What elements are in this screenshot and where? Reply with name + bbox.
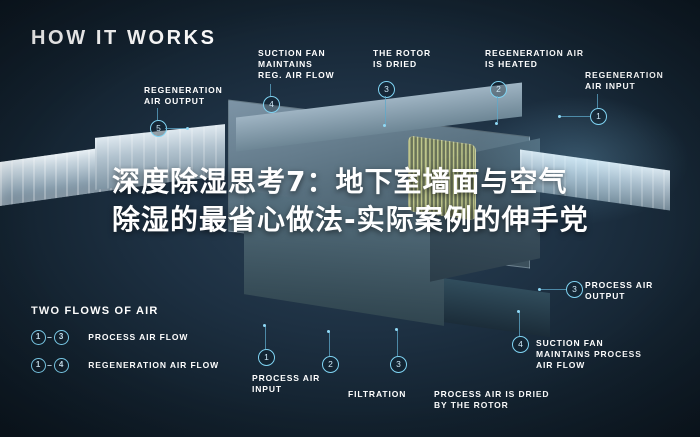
callout-label-suction-fan-process: SUCTION FAN MAINTAINS PROCESS AIR FLOW	[536, 338, 642, 370]
callout-number-4-right: 4	[512, 336, 529, 353]
leader-dot-1-top	[558, 115, 561, 118]
callout-label-filtration: FILTRATION	[348, 389, 407, 399]
callout-number-3-right: 3	[566, 281, 583, 298]
legend-row-regeneration-air: 1–4 REGENERATION AIR FLOW	[31, 358, 219, 373]
leader-line-1-top	[597, 94, 598, 108]
callout-label-regen-heated: REGENERATION AIR IS HEATED	[485, 48, 584, 69]
leader-dot-3-right	[538, 288, 541, 291]
overlay-headline: 深度除湿思考7：地下室墙面与空气除湿的最省心做法-实际案例的伸手党	[112, 165, 589, 236]
leader-line-3-top	[385, 96, 386, 124]
callout-label-rotor-dried: THE ROTOR IS DRIED	[373, 48, 432, 69]
callout-number-2-bottom: 2	[322, 356, 339, 373]
leader-line-4-right	[519, 312, 520, 336]
callout-number-1-bottom: 1	[258, 349, 275, 366]
leader-line-2-top	[497, 96, 498, 122]
leader-line-5-left	[157, 108, 158, 120]
leader-dot-5-left	[186, 127, 189, 130]
leader-dot-3-bottom	[395, 328, 398, 331]
leader-line-1-top-h	[560, 116, 590, 117]
legend-number-from-1: 1	[31, 330, 46, 345]
callout-label-process-air-output: PROCESS AIR OUTPUT	[585, 280, 654, 301]
callout-label-process-air-dried: PROCESS AIR IS DRIED BY THE ROTOR	[434, 389, 550, 410]
leader-dot-2-bottom	[327, 330, 330, 333]
page-title: HOW IT WORKS	[31, 27, 217, 49]
legend-number-to-3: 3	[54, 330, 69, 345]
legend-number-to-4: 4	[54, 358, 69, 373]
callout-number-4-top: 4	[263, 96, 280, 113]
callout-number-3-top: 3	[378, 81, 395, 98]
leader-dot-3-top	[383, 124, 386, 127]
callout-label-regen-output: REGENERATION AIR OUTPUT	[144, 85, 223, 106]
leader-line-4-top	[270, 84, 271, 96]
callout-number-1-top: 1	[590, 108, 607, 125]
legend-number-from-1b: 1	[31, 358, 46, 373]
callout-label-suction-fan-reg: SUCTION FAN MAINTAINS REG. AIR FLOW	[258, 48, 335, 80]
leader-line-3-right	[540, 289, 566, 290]
leader-dot-2-top	[495, 122, 498, 125]
legend-label-regeneration-air-flow: REGENERATION AIR FLOW	[88, 359, 220, 370]
callout-label-process-air-input: PROCESS AIR INPUT	[252, 373, 321, 394]
leader-dot-4-right	[517, 310, 520, 313]
legend-title: TWO FLOWS OF AIR	[31, 305, 159, 317]
legend-label-process-air-flow: PROCESS AIR FLOW	[88, 331, 189, 342]
leader-dot-1-bottom	[263, 324, 266, 327]
leader-line-2-bottom	[329, 332, 330, 356]
callout-label-regen-input: REGENERATION AIR INPUT	[585, 70, 664, 91]
leader-line-5-left-h	[165, 128, 187, 129]
leader-line-1-bottom	[265, 326, 266, 349]
callout-number-2-top: 2	[490, 81, 507, 98]
callout-number-3-bottom: 3	[390, 356, 407, 373]
legend-row-process-air: 1–3 PROCESS AIR FLOW	[31, 330, 188, 345]
leader-line-3-bottom	[397, 330, 398, 356]
